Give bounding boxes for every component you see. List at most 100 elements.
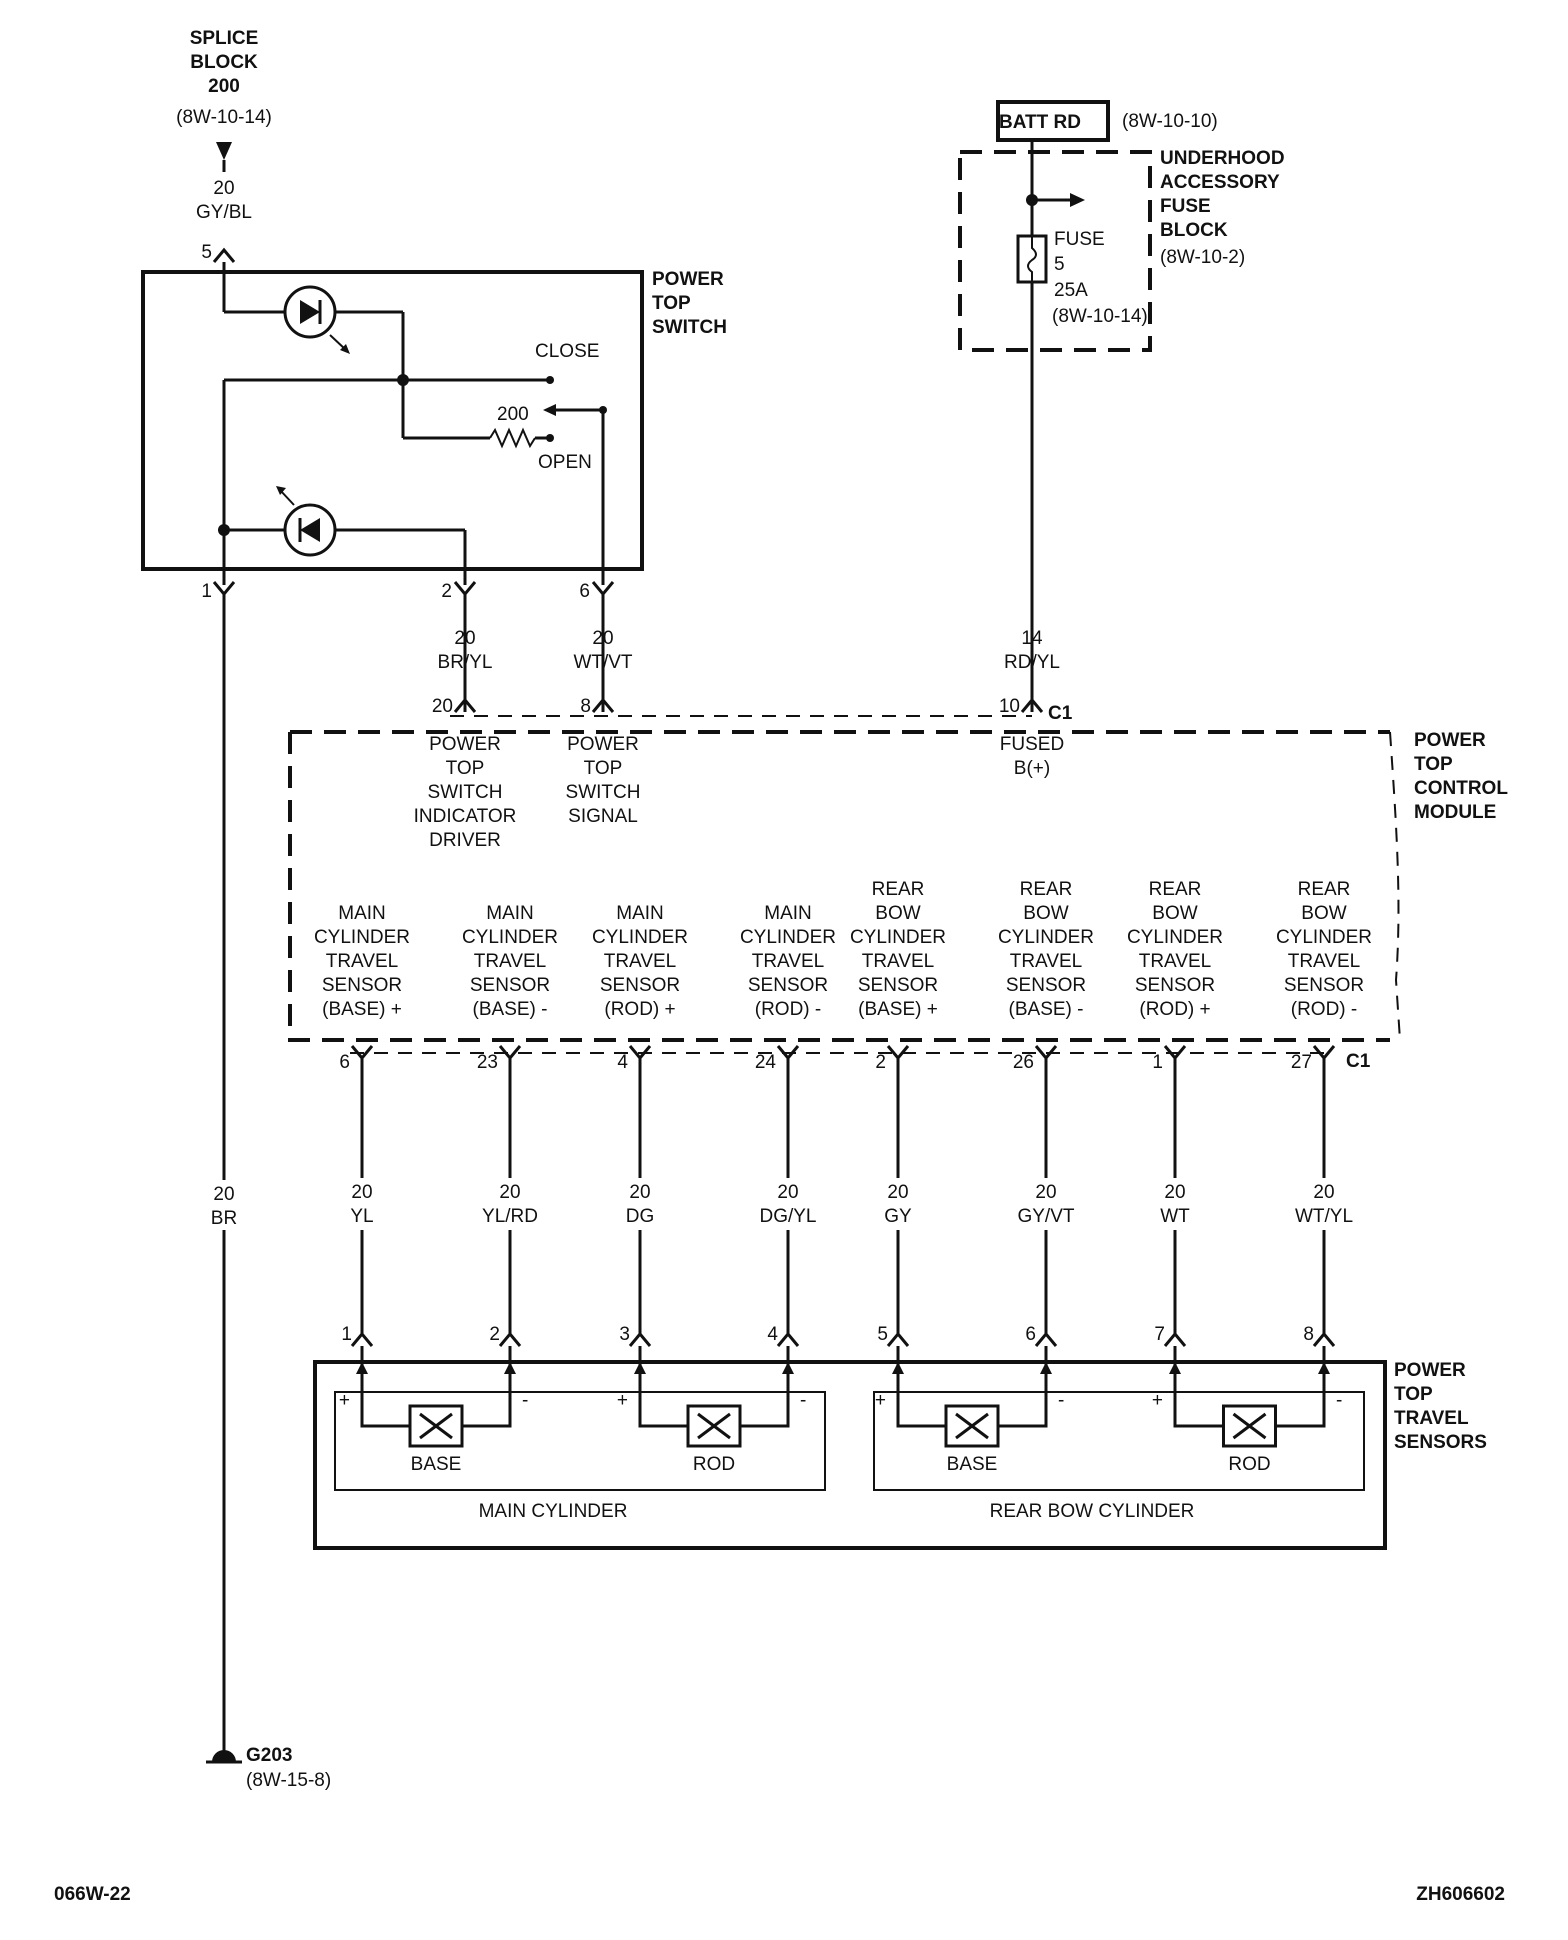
- connector-symbol: [212, 247, 236, 263]
- fuse-bus-arrow-icon: [1070, 193, 1085, 207]
- module-bottom-pin-desc: SENSOR: [858, 975, 938, 996]
- sensor-element-icon: [686, 1404, 742, 1448]
- sensor-lead-plus: [360, 1362, 410, 1428]
- splice-block-line2: BLOCK: [190, 52, 258, 73]
- module-bottom-pin-desc: (BASE) +: [322, 999, 402, 1020]
- module-top-pin-desc: FUSED: [1000, 734, 1064, 755]
- sensor-lead-minus: [998, 1362, 1048, 1428]
- module-bottom-pin-num: 24: [755, 1052, 777, 1073]
- sensor-wire-color: WT/YL: [1295, 1206, 1353, 1227]
- sensor-wire-gauge: 20: [1164, 1182, 1185, 1203]
- close-contact: [546, 376, 554, 384]
- sensor-lead-plus: [638, 1362, 688, 1428]
- wire-label-mask: [868, 1178, 928, 1230]
- wire-wt-vt-gauge: 20: [592, 628, 613, 649]
- module-bottom-pin-desc: BOW: [875, 903, 920, 924]
- wire-label-mask: [480, 1178, 540, 1230]
- module-bottom-pin-num: 26: [1013, 1052, 1034, 1073]
- sensor-lead-minus: [1275, 1362, 1326, 1428]
- wire-label-mask: [1016, 1178, 1076, 1230]
- switch-pin1-num: 1: [201, 581, 212, 602]
- module-top-pin-num: 8: [580, 696, 591, 717]
- module-title-2: TOP: [1414, 754, 1453, 775]
- batt-label: BATT RD: [999, 112, 1081, 133]
- module-top-pin-desc: INDICATOR: [414, 806, 517, 827]
- wire-rd-yl-color: RD/YL: [1004, 652, 1060, 673]
- splice-block-line3: 200: [208, 76, 240, 97]
- sensor-pin-num: 3: [619, 1324, 630, 1345]
- sensor-plus-sign: +: [339, 1390, 350, 1411]
- module-top-pin-desc: SIGNAL: [568, 806, 638, 827]
- module-bottom-pin-desc: CYLINDER: [740, 927, 836, 948]
- module-bottom-pin-desc: TRAVEL: [862, 951, 935, 972]
- sensor-pin-connector: [776, 1331, 800, 1347]
- switch-title-2: TOP: [652, 293, 691, 314]
- sensor-wire-color: WT: [1160, 1206, 1190, 1227]
- batt-ref: (8W-10-10): [1122, 111, 1218, 132]
- module-title-4: MODULE: [1414, 802, 1496, 823]
- module-bottom-pin-desc: TRAVEL: [604, 951, 677, 972]
- wire-br-gauge: 20: [213, 1184, 234, 1205]
- splice-wire-pin: 5: [201, 242, 212, 263]
- sensors-title-3: TRAVEL: [1394, 1408, 1469, 1429]
- sensor-wire-color: DG/YL: [759, 1206, 816, 1227]
- switch-pin2-num: 2: [441, 581, 452, 602]
- sensors-title-2: TOP: [1394, 1384, 1433, 1405]
- control-module-break: [1389, 731, 1401, 1041]
- sensor-wire-gauge: 20: [351, 1182, 372, 1203]
- sensor-wire-gauge: 20: [1035, 1182, 1056, 1203]
- ground-label: G203: [246, 1745, 292, 1766]
- sensor-wire-color: YL: [350, 1206, 373, 1227]
- module-top-pin-desc: DRIVER: [429, 830, 501, 851]
- sensor-wire-gauge: 20: [1313, 1182, 1334, 1203]
- sensor-pin-connector: [1034, 1331, 1058, 1347]
- ground-icon: [206, 1750, 242, 1764]
- sensor-wire-color: YL/RD: [482, 1206, 538, 1227]
- sensor-lead-minus: [740, 1362, 790, 1428]
- wire-wt-vt-color: WT/VT: [573, 652, 632, 673]
- module-bottom-pin-desc: MAIN: [486, 903, 534, 924]
- sensor-wire-color: GY: [884, 1206, 912, 1227]
- module-bottom-pin-desc: SENSOR: [1135, 975, 1215, 996]
- module-bottom-pin-num: 27: [1291, 1052, 1312, 1073]
- module-top-pin-desc: SWITCH: [428, 782, 503, 803]
- batt-box: [996, 100, 1110, 142]
- sensor-name: BASE: [411, 1454, 462, 1475]
- sensor-pin-num: 2: [489, 1324, 500, 1345]
- footer-right: ZH606602: [1416, 1884, 1505, 1905]
- module-title-3: CONTROL: [1414, 778, 1508, 799]
- sensor-pin-connector: [350, 1331, 374, 1347]
- module-bottom-pin-desc: CYLINDER: [998, 927, 1094, 948]
- open-label: OPEN: [538, 452, 592, 473]
- main-cylinder-label: MAIN CYLINDER: [479, 1501, 628, 1522]
- connector-c1-bottom: C1: [1346, 1051, 1371, 1072]
- wire-rd-yl-gauge: 14: [1021, 628, 1043, 649]
- module-top-pin-num: 20: [432, 696, 453, 717]
- resistor-value: 200: [497, 404, 529, 425]
- switch-pin6-num: 6: [579, 581, 590, 602]
- switch-title-1: POWER: [652, 269, 724, 290]
- wire-br-yl-color: BR/YL: [438, 652, 493, 673]
- module-top-pin-desc: POWER: [567, 734, 639, 755]
- sensor-minus-sign: -: [1058, 1390, 1064, 1411]
- module-bottom-pin-desc: TRAVEL: [752, 951, 825, 972]
- module-bottom-pin-desc: (ROD) -: [755, 999, 821, 1020]
- module-top-pin-desc: TOP: [446, 758, 485, 779]
- module-title-1: POWER: [1414, 730, 1486, 751]
- module-bottom-pin-desc: REAR: [872, 879, 925, 900]
- wire-label-mask: [758, 1178, 818, 1230]
- sensor-wire-gauge: 20: [777, 1182, 798, 1203]
- wire-label-mask: [1294, 1178, 1354, 1230]
- module-bottom-pin-desc: CYLINDER: [462, 927, 558, 948]
- module-bottom-pin-desc: REAR: [1298, 879, 1351, 900]
- travel-sensors-box: [313, 1360, 1387, 1550]
- splice-block-line1: SPLICE: [190, 28, 259, 49]
- sensor-element-icon: [944, 1404, 1000, 1448]
- sensor-pin-connector: [886, 1331, 910, 1347]
- sensor-pin-num: 6: [1025, 1324, 1036, 1345]
- module-bottom-pin-desc: SENSOR: [1284, 975, 1364, 996]
- ground-ref: (8W-15-8): [246, 1770, 331, 1791]
- sensor-minus-sign: -: [522, 1390, 528, 1411]
- module-top-pin-desc: B(+): [1014, 758, 1050, 779]
- module-bottom-pin-desc: SENSOR: [1006, 975, 1086, 996]
